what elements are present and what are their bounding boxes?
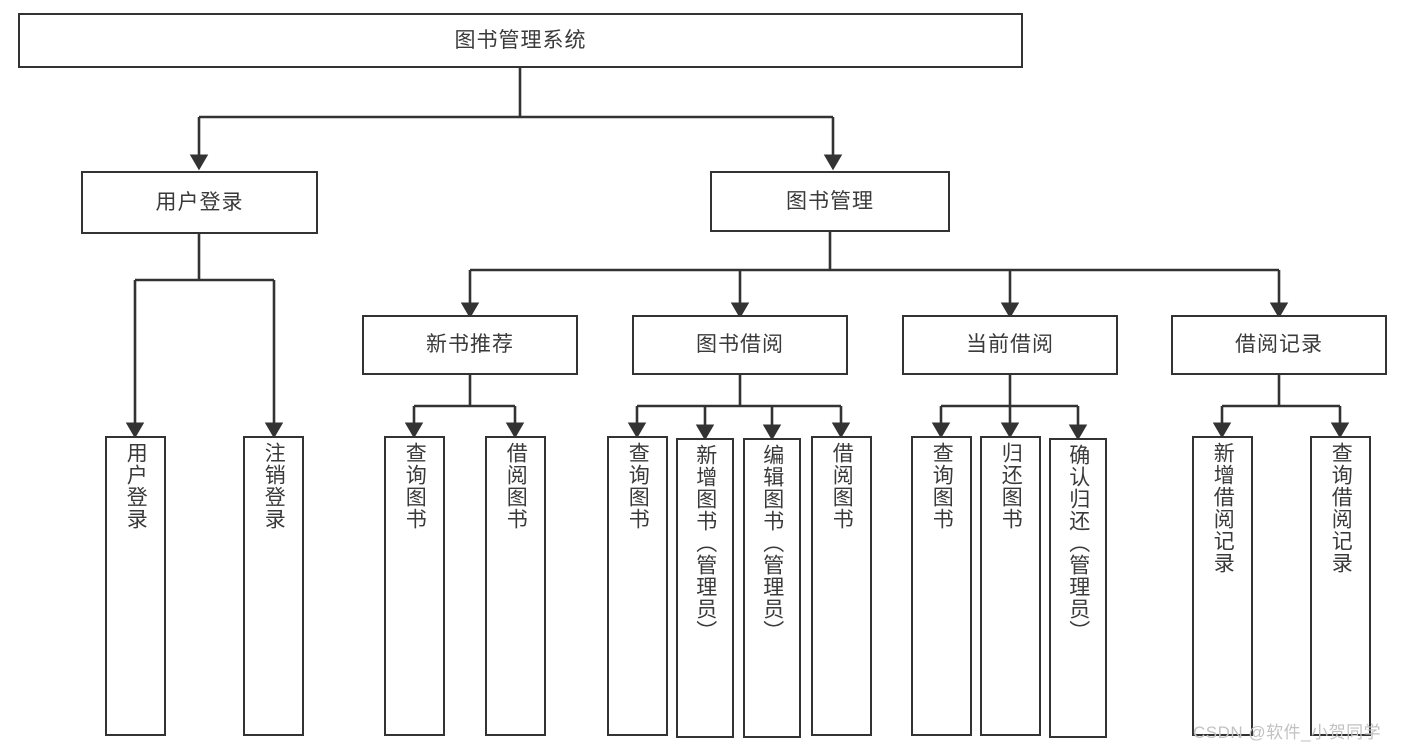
node-root[interactable]: 图书管理系统 <box>18 13 1023 68</box>
leaf-borrow-query-book[interactable]: 查询图书 <box>607 436 668 736</box>
leaf-user-login[interactable]: 用户登录 <box>105 436 166 736</box>
node-borrow-record[interactable]: 借阅记录 <box>1171 315 1387 375</box>
leaf-current-query-book[interactable]: 查询图书 <box>911 436 972 736</box>
leaf-record-query-label: 查询借阅记录 <box>1329 442 1353 574</box>
node-book-borrow-label: 图书借阅 <box>696 333 784 357</box>
node-book-management-label: 图书管理 <box>786 189 874 213</box>
node-borrow-record-label: 借阅记录 <box>1235 333 1323 357</box>
leaf-recommend-borrow-book-label: 借阅图书 <box>504 442 528 530</box>
leaf-user-logout[interactable]: 注销登录 <box>243 436 304 736</box>
leaf-borrow-edit-book-label: 编辑图书（管理员） <box>760 444 784 642</box>
node-user-login-label: 用户登录 <box>155 190 244 214</box>
node-book-management[interactable]: 图书管理 <box>710 171 950 232</box>
leaf-borrow-add-book[interactable]: 新增图书（管理员） <box>676 438 734 738</box>
leaf-recommend-query-book[interactable]: 查询图书 <box>384 436 445 736</box>
node-new-book-recommend-label: 新书推荐 <box>426 333 514 357</box>
leaf-record-query[interactable]: 查询借阅记录 <box>1310 436 1371 736</box>
leaf-recommend-query-book-label: 查询图书 <box>403 442 427 530</box>
leaf-current-confirm-return-label: 确认归还（管理员） <box>1066 444 1090 642</box>
leaf-borrow-edit-book[interactable]: 编辑图书（管理员） <box>743 438 801 738</box>
leaf-current-return-book[interactable]: 归还图书 <box>980 436 1041 736</box>
node-current-borrow-label: 当前借阅 <box>966 333 1054 357</box>
leaf-borrow-add-book-label: 新增图书（管理员） <box>693 444 717 642</box>
leaf-current-query-book-label: 查询图书 <box>930 442 954 530</box>
leaf-borrow-borrow-book-label: 借阅图书 <box>830 442 854 530</box>
leaf-recommend-borrow-book[interactable]: 借阅图书 <box>485 436 546 736</box>
node-new-book-recommend[interactable]: 新书推荐 <box>362 315 578 375</box>
leaf-current-return-book-label: 归还图书 <box>999 442 1023 530</box>
leaf-record-add-label: 新增借阅记录 <box>1211 442 1235 574</box>
leaf-user-login-label: 用户登录 <box>124 442 148 530</box>
leaf-record-add[interactable]: 新增借阅记录 <box>1192 436 1253 736</box>
leaf-borrow-borrow-book[interactable]: 借阅图书 <box>811 436 872 736</box>
leaf-borrow-query-book-label: 查询图书 <box>626 442 650 530</box>
csdn-watermark: CSDN @软件_小贺同学 <box>1193 723 1382 742</box>
node-root-label: 图书管理系统 <box>454 28 587 52</box>
node-user-login[interactable]: 用户登录 <box>81 171 318 234</box>
node-current-borrow[interactable]: 当前借阅 <box>902 315 1118 375</box>
leaf-user-logout-label: 注销登录 <box>262 442 286 530</box>
node-book-borrow[interactable]: 图书借阅 <box>632 315 848 375</box>
leaf-current-confirm-return[interactable]: 确认归还（管理员） <box>1049 438 1107 738</box>
